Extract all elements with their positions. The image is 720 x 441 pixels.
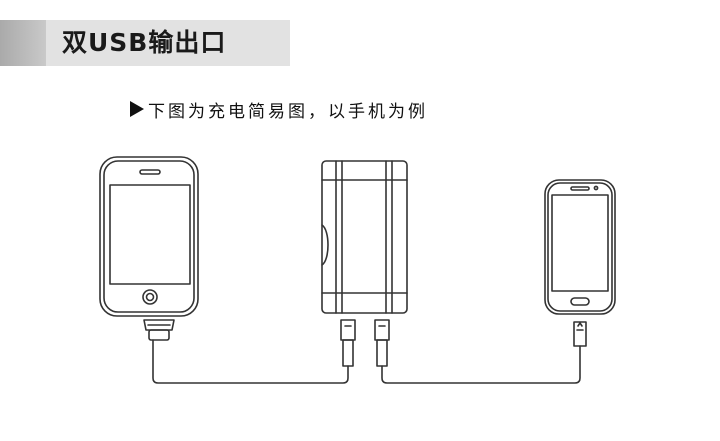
right-phone bbox=[544, 179, 616, 315]
header-accent-block bbox=[0, 20, 46, 66]
power-bank bbox=[321, 160, 408, 314]
left-phone bbox=[99, 156, 199, 317]
cable-dock-to-usb bbox=[143, 319, 356, 384]
page-title: 双USB输出口 bbox=[62, 28, 227, 57]
arrow-right-icon bbox=[130, 101, 144, 117]
caption-text: 下图为充电简易图，以手机为例 bbox=[148, 101, 428, 122]
header-band bbox=[0, 20, 290, 66]
diagram-caption: 下图为充电简易图，以手机为例 bbox=[130, 97, 428, 122]
cable-usb-to-micro bbox=[374, 319, 587, 384]
